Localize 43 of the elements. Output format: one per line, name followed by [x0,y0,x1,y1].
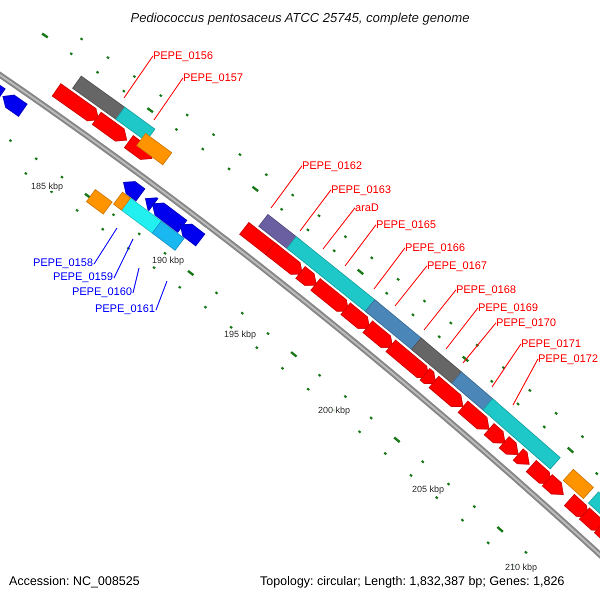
gene-label: PEPE_0171 [521,338,581,351]
scale-label: 195 kbp [224,329,256,339]
leader-line [424,289,456,330]
leader-line [300,189,332,232]
gene-label: PEPE_0162 [302,160,362,173]
gene-label: PEPE_0160 [72,286,132,299]
leader-line [154,77,184,120]
leader-line [270,165,302,208]
gene-label: PEPE_0169 [478,302,538,315]
scale-label: 200 kbp [318,405,350,415]
gene-label: PEPE_0165 [376,219,436,232]
leader-line [322,207,356,250]
gene-label: PEPE_0157 [183,72,243,85]
scale-label: 185 kbp [31,181,64,191]
gene-label: PEPE_0158 [33,257,93,270]
leader-line [124,55,154,98]
gene-label: PEPE_0168 [456,284,516,297]
gene-label: PEPE_0161 [95,303,155,316]
leader-line [394,265,428,306]
footer-text: Topology: circular; Length: 1,832,387 bp; Genes: 1,826 [260,574,564,588]
leader-line [93,228,118,265]
footer-text: Accession: NC_008525 [9,574,140,588]
gene-label: PEPE_0170 [496,317,556,330]
leader-line [344,224,376,266]
leader-line [374,247,406,290]
scale-label: 205 kbp [412,484,444,494]
title: Pediococcus pentosaceus ATCC 25745, complete genome [130,10,470,25]
gene-label: PEPE_0172 [538,353,598,366]
leader-line [113,238,134,279]
scale-label: 190 kbp [152,255,184,265]
gene-label: araD [355,202,379,215]
leader-line [155,280,168,311]
scale-label: 210 kbp [505,562,538,572]
gene-label: PEPE_0159 [53,271,113,284]
leader-line [446,307,478,350]
gene-label: PEPE_0166 [405,242,465,255]
leader-line [132,268,140,294]
leader-line [462,322,496,364]
leader-line [492,343,522,388]
leader-line [512,358,538,406]
gene-label: PEPE_0167 [427,260,487,273]
gene-label: PEPE_0163 [331,184,391,197]
gene-label: PEPE_0156 [153,50,213,63]
